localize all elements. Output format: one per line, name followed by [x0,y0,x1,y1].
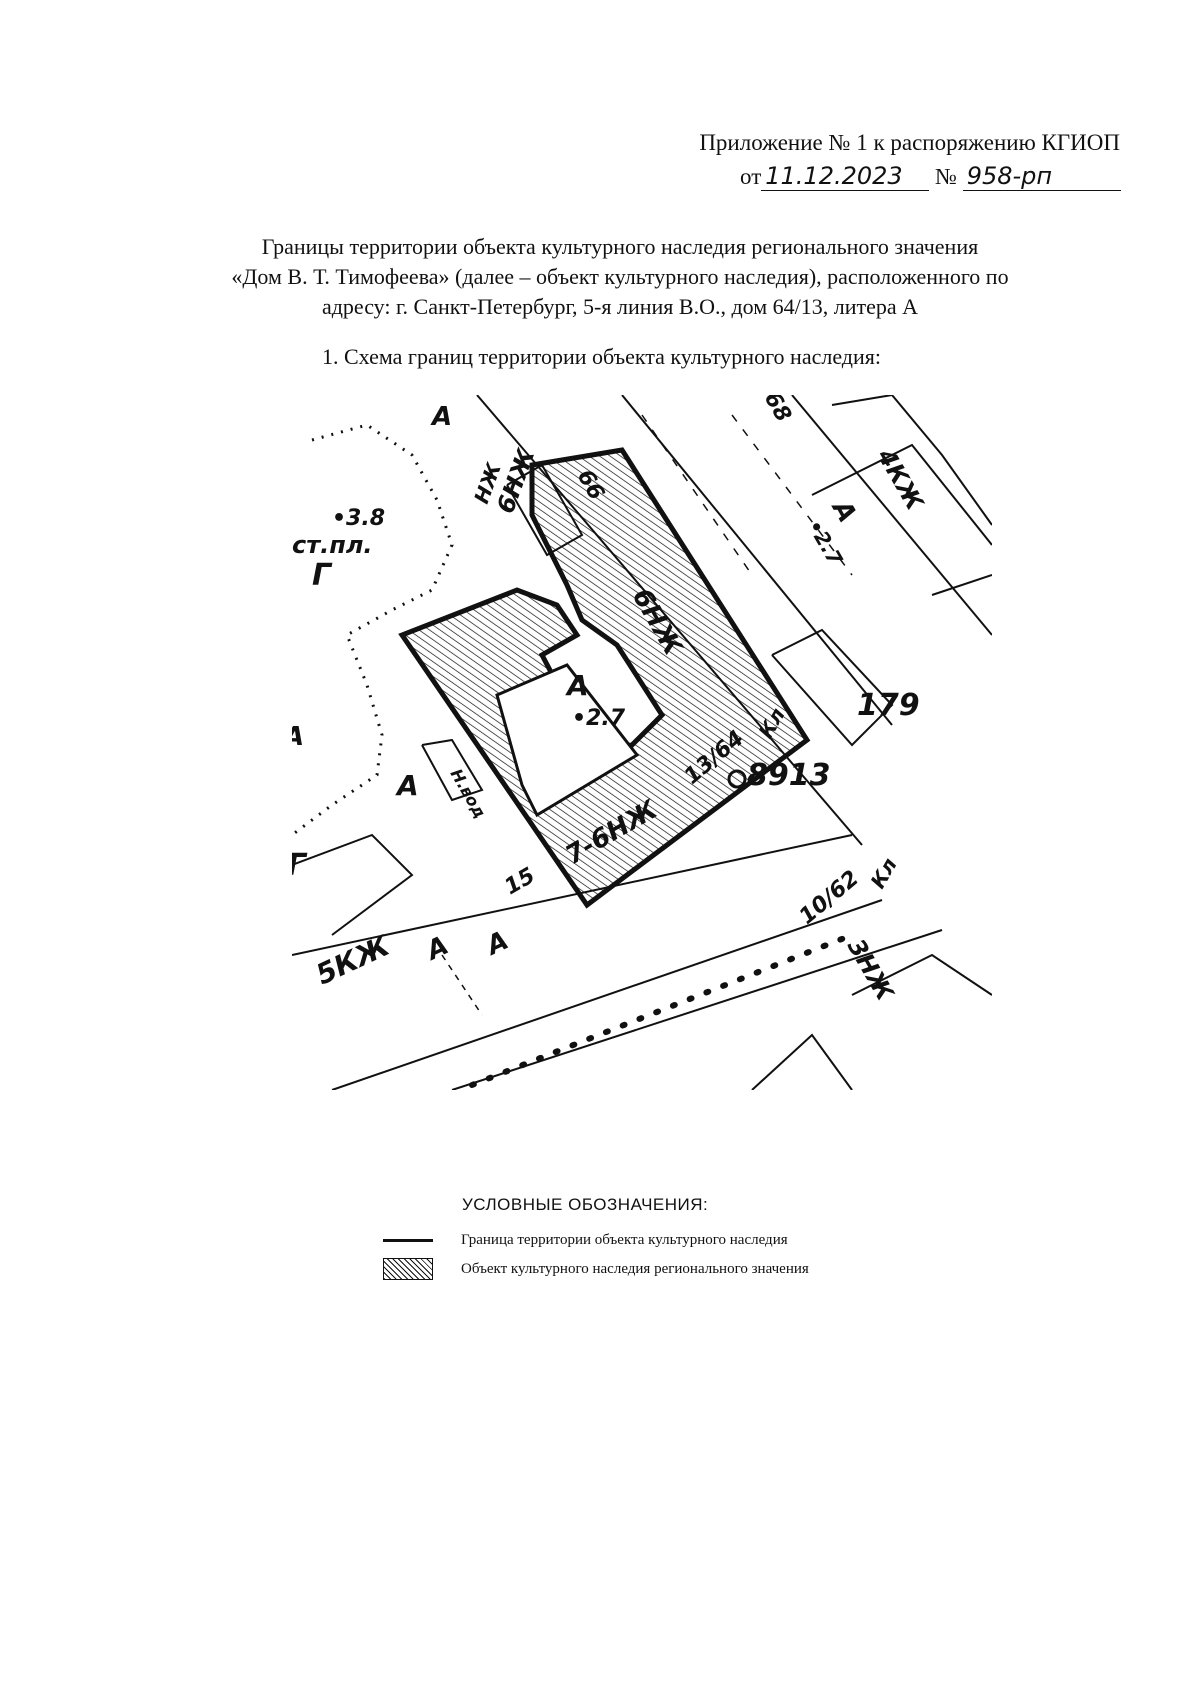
title-line-3: адресу: г. Санкт-Петербург, 5-я линия В.… [321,294,919,319]
title-line-1: Границы территории объекта культурного н… [261,234,979,259]
building-outline [771,628,894,747]
document-title: Границы территории объекта культурного н… [160,232,1080,322]
map-label-5kzh: 5КЖ [311,929,395,992]
map-label-elev-27: •2.7 [572,706,626,731]
legend-hatch-swatch [383,1258,433,1280]
map-label-a-street-1: А [420,931,453,968]
utility-line [731,414,853,576]
building-outline [931,574,992,596]
inner-courtyard [495,663,640,818]
heritage-object-boundary [398,447,811,909]
map-label-house-15: 15 [501,863,540,900]
map-label-a-far-left: А [292,722,304,752]
number-prefix: № [935,164,957,189]
building-outline [811,443,992,546]
date-prefix: от [740,164,762,189]
section-heading: 1. Схема границ территории объекта культ… [322,344,882,369]
map-label-a-top: А [430,402,452,432]
tree-row [469,932,855,1088]
annex-reference: Приложение № 1 к распоряжению КГИОП [699,130,1120,155]
map-label-a-center: А [565,669,589,702]
survey-marker [727,769,747,789]
map-label-h-vod: Н.вод [447,766,490,822]
map-label-g-left: Г [292,848,308,883]
map-label-st-pl: ст.пл. [292,531,373,559]
order-date: 11.12.2023 [761,162,930,191]
utility-line [641,414,753,576]
street-edge [791,395,992,636]
street-edge [621,395,893,726]
water-building-outline [421,738,484,802]
utility-line [441,954,483,1016]
legend-title: УСЛОВНЫЕ ОБОЗНАЧЕНИЯ: [462,1195,709,1214]
legend-label-boundary: Граница территории объекта культурного н… [461,1231,788,1248]
legend-line-swatch [383,1229,433,1251]
map-label-4kzh: 4КЖ [871,443,929,515]
street-edge [331,899,883,1090]
building-outline [831,395,992,526]
street-edge [292,834,853,956]
map-label-marker-8913: 8913 [747,758,831,793]
street-edge [451,929,943,1090]
map-label-g: Г [312,558,333,593]
map-label-a-right: А [825,494,862,528]
building-outline [851,953,992,996]
legend-label-heritage: Объект культурного наследия региональног… [461,1260,809,1277]
fence-line [292,423,454,837]
boundary-map: 6НЖ 66 НЖ А •3.8 ст.пл. Г 6НЖ А •2.7 Н.в… [292,395,992,1090]
legend-item-heritage: Объект культурного наследия региональног… [383,1257,809,1281]
building-outline [751,1033,853,1090]
legend-item-boundary: Граница территории объекта культурного н… [383,1228,788,1252]
order-number: 958-рп [962,162,1121,191]
map-label-house-68: 68 [759,395,796,427]
map-label-elev-38: •3.8 [332,506,385,531]
map-label-a-street-2: А [480,926,513,963]
building-outline [292,833,414,936]
title-line-2: «Дом В. Т. Тимофеева» (далее – объект ку… [231,264,1009,289]
map-label-kl-2: Кл [866,853,902,892]
map-label-3nzh: 3НЖ [842,934,900,1006]
map-label-house-179: 179 [857,688,920,723]
map-label-a-left: А [395,769,419,802]
map-label-house-10-62: 10/62 [795,866,864,930]
boundary-map-svg: 6НЖ 66 НЖ А •3.8 ст.пл. Г 6НЖ А •2.7 Н.в… [292,395,992,1090]
